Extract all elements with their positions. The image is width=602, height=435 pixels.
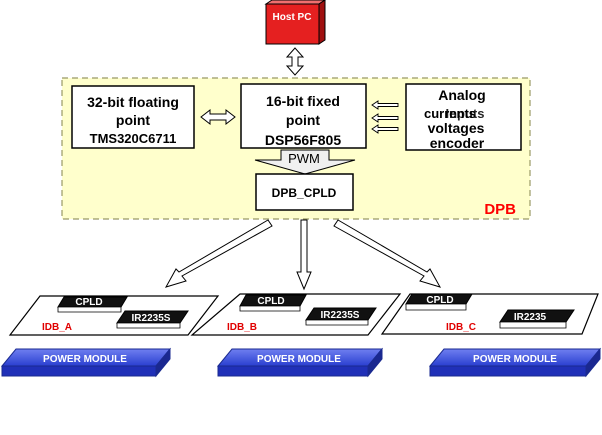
float-dsp-line2: point [116,112,151,128]
host-pc-box: Host PC [264,0,326,45]
float-dsp-line3: TMS320C6711 [90,131,177,146]
power-module-b: POWER MODULE [216,347,384,378]
float-dsp-block: 32-bit floating point TMS320C6711 [71,85,195,149]
analog-line1: Analog [438,87,485,103]
dpb-cpld-block: DPB_CPLD [255,173,354,211]
idb-b-driver-label: IR2235S [321,310,360,321]
power-module-c-label: POWER MODULE [473,354,557,365]
fixed-dsp-line1: 16-bit fixed [266,93,340,109]
idb-a-driver-label: IR2235S [132,313,171,324]
idb-c-label: IDB_C [446,322,476,333]
host-dpb-arrow [285,47,305,76]
idb-board-c: CPLD IR2235 IDB_C [380,293,599,335]
float-dsp-line1: 32-bit floating [87,94,179,110]
idb-c-driver-label: IR2235 [514,312,547,323]
power-module-c: POWER MODULE [428,347,602,378]
host-pc-label: Host PC [273,12,312,23]
analog-line4: encoder [430,135,485,151]
analog-line2a: currents [424,106,476,121]
analog-inputs-block: Analog currents Inputs voltages encoder [405,83,522,151]
power-module-a: POWER MODULE [0,347,172,378]
power-module-b-label: POWER MODULE [257,354,341,365]
float-fixed-arrow [200,108,236,126]
fixed-dsp-line3: DSP56F805 [265,132,341,148]
idb-c-cpld-label: CPLD [426,295,453,306]
idb-b-cpld-label: CPLD [257,296,284,307]
idb-board-b: CPLD IR2235S IDB_B [190,293,402,336]
idb-b-label: IDB_B [227,322,257,333]
idb-a-cpld-label: CPLD [75,297,102,308]
analog-line2b: Inputs [446,106,485,121]
pwm-label: PWM [288,151,320,166]
idb-board-a: CPLD IR2235S IDB_A [8,295,220,336]
dpb-label: DPB [484,201,516,218]
analog-input-arrows [371,100,399,134]
power-module-a-label: POWER MODULE [43,354,127,365]
dpb-cpld-label: DPB_CPLD [272,186,337,200]
analog-line3: voltages [428,120,485,136]
idb-a-label: IDB_A [42,322,72,333]
cpld-idb-arrows [164,219,442,291]
pwm-arrow: PWM [254,149,356,175]
fixed-dsp-line2: point [286,112,321,128]
fixed-dsp-block: 16-bit fixed point DSP56F805 [240,83,367,149]
